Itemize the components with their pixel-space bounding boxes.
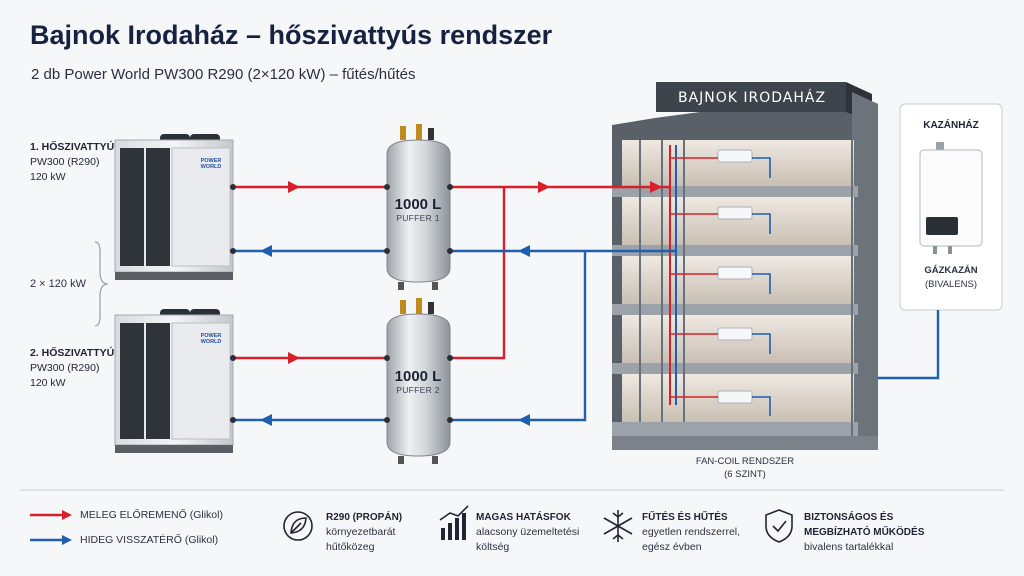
feature-heating-cooling-line1: egyetlen rendszerrel, [642, 526, 741, 538]
feature-efficiency-title: MAGAS HATÁSFOK [476, 512, 571, 523]
legend-cold-label: HIDEG VISSZATÉRŐ (Glikol) [80, 534, 219, 546]
heat-pump-1-title: 1. HŐSZIVATTYÚ [30, 141, 115, 153]
gas-boiler-subtitle: (BIVALENS) [924, 279, 978, 290]
shield-check-icon [765, 509, 793, 543]
heat-pump-2-power: 120 kW [30, 377, 66, 389]
cold-return-pipes [233, 249, 940, 422]
heat-pump-1-unit [114, 134, 234, 280]
page-subtitle: 2 db Power World PW300 R290 (2×120 kW) –… [31, 66, 416, 83]
tank-2-label: 1000 L PUFFER 2 [383, 368, 453, 395]
page-title: Bajnok Irodaház – hőszivattyús rendszer [30, 20, 553, 50]
feature-reliability: BIZTONSÁGOS ÉS MEGBÍZHATÓ MŰKÖDÉS bivale… [804, 510, 924, 555]
boiler-room-title: KAZÁNHÁZ [923, 120, 979, 131]
heat-pump-1-model: PW300 (R290) [30, 156, 100, 168]
legend-cold-line [30, 535, 72, 545]
leaf-icon [283, 511, 313, 541]
feature-heating-cooling: FŰTÉS ÉS HŰTÉS egyetlen rendszerrel, egé… [642, 510, 740, 555]
feature-refrigerant-line2: hűtőközeg [326, 541, 375, 553]
fan-coil-caption-line2: (6 SZINT) [724, 469, 766, 480]
feature-heating-cooling-title: FŰTÉS ÉS HŰTÉS [642, 512, 728, 523]
gas-boiler-unit [919, 142, 983, 254]
heat-pump-1-power: 120 kW [30, 171, 66, 183]
feature-refrigerant: R290 (PROPÁN) környezetbarát hűtőközeg [326, 510, 402, 555]
heat-pump-1-label: 1. HŐSZIVATTYÚ PW300 (R290) 120 kW [30, 140, 114, 185]
gas-boiler-label: GÁZKAZÁN (BIVALENS) [900, 264, 1002, 292]
buffer-tank-1 [386, 124, 451, 290]
heat-pump-2-label: 2. HŐSZIVATTYÚ PW300 (R290) 120 kW [30, 346, 114, 391]
feature-efficiency: MAGAS HATÁSFOK alacsony üzemeltetési köl… [476, 510, 579, 555]
snowflake-icon [603, 510, 633, 542]
hot-flow-arrows [288, 181, 662, 364]
tank-1-volume: 1000 L [394, 196, 442, 213]
tank-1-label: 1000 L PUFFER 1 [383, 196, 453, 223]
heat-pump-2-title: 2. HŐSZIVATTYÚ [30, 347, 115, 359]
buffer-tank-2 [386, 298, 451, 464]
fan-coil-caption: FAN-COIL RENDSZER (6 SZINT) [650, 455, 840, 481]
feature-heating-cooling-line2: egész évben [642, 541, 702, 553]
office-building [612, 82, 878, 450]
fan-coil-caption-line1: FAN-COIL RENDSZER [695, 456, 795, 467]
building-sign: BAJNOK IRODAHÁZ [677, 90, 827, 106]
tank-2-volume: 1000 L [394, 368, 442, 385]
heat-pump-2-model: PW300 (R290) [30, 362, 100, 374]
gas-boiler-title: GÁZKAZÁN [924, 265, 978, 276]
hot-flow-pipes [233, 185, 670, 360]
tank-2-name: PUFFER 2 [396, 385, 440, 395]
feature-reliability-title2: MEGBÍZHATÓ MŰKÖDÉS [804, 527, 925, 538]
bar-chart-icon [439, 505, 469, 540]
total-capacity: 2 × 120 kW [30, 278, 86, 290]
legend-hot-line [30, 510, 72, 520]
feature-reliability-title: BIZTONSÁGOS ÉS [804, 512, 894, 523]
heat-pump-1-brand: POWER WORLD [200, 158, 222, 170]
heat-pump-2-brand: POWER WORLD [200, 333, 222, 345]
tank-1-name: PUFFER 1 [396, 213, 440, 223]
feature-reliability-line1: bivalens tartalékkal [804, 541, 894, 553]
heat-pump-2-unit [114, 309, 234, 453]
feature-efficiency-line1: alacsony üzemeltetési [476, 526, 580, 538]
feature-refrigerant-title: R290 (PROPÁN) [326, 512, 403, 523]
feature-efficiency-line2: költség [476, 541, 510, 553]
legend-hot-label: MELEG ELŐREMENŐ (Glikol) [80, 509, 223, 521]
cold-return-arrows [260, 245, 530, 426]
feature-refrigerant-line1: környezetbarát [326, 526, 396, 538]
